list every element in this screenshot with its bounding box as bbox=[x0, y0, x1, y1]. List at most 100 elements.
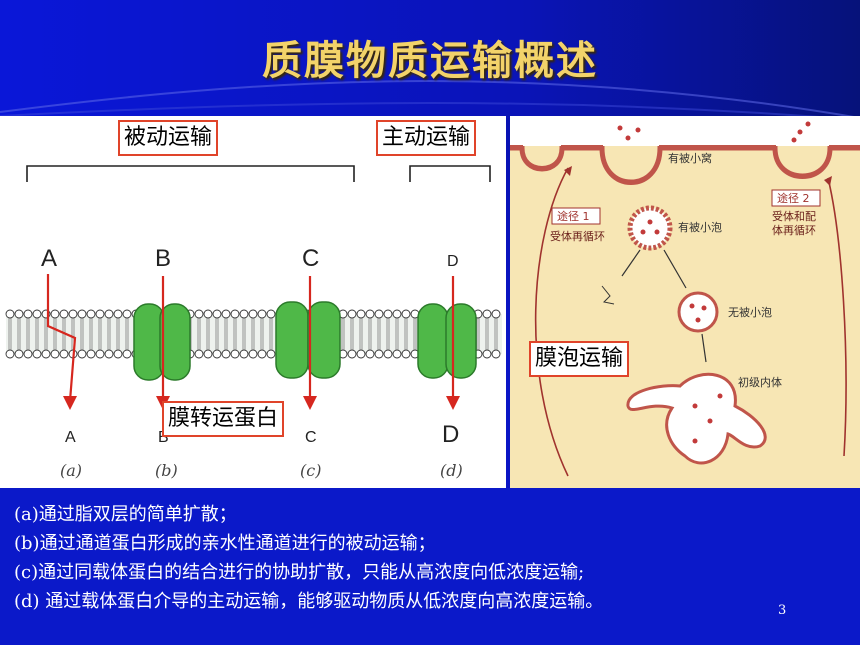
lipid-tail bbox=[476, 318, 480, 350]
lipid-tail bbox=[215, 318, 219, 350]
lipid-head bbox=[23, 309, 33, 319]
lipid-head bbox=[77, 309, 87, 319]
lipid-tail bbox=[386, 318, 390, 350]
lipid-tail bbox=[341, 318, 345, 350]
label-coated-pit: 有被小窝 bbox=[668, 151, 712, 165]
route1-tag-box bbox=[551, 207, 601, 225]
uncoated-vesicle bbox=[677, 291, 719, 333]
lipid-head bbox=[50, 309, 60, 319]
subfig-c: (c) bbox=[300, 461, 321, 480]
route2-tag-box bbox=[771, 189, 821, 207]
membrane-diagram-svg: A B C D A B C D (a) (b) (c) (d) bbox=[5, 165, 502, 480]
label-uncoated-vesicle: 无被小泡 bbox=[728, 305, 772, 319]
lipid-head bbox=[266, 349, 276, 359]
lipid-tail bbox=[53, 318, 57, 350]
lipid-head bbox=[401, 309, 411, 319]
lipid-head bbox=[95, 349, 105, 359]
lipid-tail bbox=[368, 318, 372, 350]
lipid-head bbox=[239, 309, 249, 319]
label-active-transport: 主动运输 bbox=[376, 120, 477, 156]
lipid-head bbox=[212, 349, 222, 359]
letter-top-a: A bbox=[41, 245, 57, 272]
letters: A B C D A B C D bbox=[41, 245, 459, 448]
lipid-tail bbox=[485, 318, 489, 350]
lipid-head bbox=[482, 309, 492, 319]
caption-c: (c)通过同载体蛋白的结合进行的协助扩散，只能从高浓度向低浓度运输; bbox=[14, 562, 585, 583]
lipid-tail bbox=[251, 318, 255, 350]
subfig-d: (d) bbox=[440, 461, 463, 480]
lipid-head bbox=[14, 349, 24, 359]
letter-bottom-a: A bbox=[65, 429, 76, 446]
lipid-tail bbox=[260, 318, 264, 350]
slide-title: 质膜物质运输概述 bbox=[262, 37, 598, 84]
lipid-head bbox=[491, 309, 501, 319]
lipid-head bbox=[239, 349, 249, 359]
lipid-head bbox=[482, 349, 492, 359]
endocytosis-labels: 有被小窝 有被小泡 无被小泡 初级内体 bbox=[668, 151, 782, 389]
letter-top-b: B bbox=[155, 245, 171, 272]
route2-text-2: 体再循环 bbox=[772, 223, 816, 237]
letter-top-d: D bbox=[447, 253, 459, 270]
lipid-tail bbox=[206, 318, 210, 350]
route1-tag: 途径 1 bbox=[557, 209, 590, 223]
lipid-tail bbox=[404, 318, 408, 350]
carrier-protein-d bbox=[417, 303, 477, 379]
lipid-head bbox=[356, 309, 366, 319]
lipid-head bbox=[194, 349, 204, 359]
lipid-tail bbox=[89, 318, 93, 350]
page-number: 3 bbox=[778, 603, 787, 618]
lipid-head bbox=[86, 349, 96, 359]
lipid-head bbox=[365, 349, 375, 359]
lipid-tail bbox=[242, 318, 246, 350]
lipid-head bbox=[113, 309, 123, 319]
lipid-head bbox=[86, 309, 96, 319]
lipid-head bbox=[50, 349, 60, 359]
lipid-head bbox=[104, 309, 114, 319]
passive-bracket bbox=[26, 165, 355, 182]
lipid-head bbox=[212, 309, 222, 319]
lipid-tail bbox=[26, 318, 30, 350]
active-bracket bbox=[409, 165, 491, 182]
lipid-head bbox=[104, 349, 114, 359]
caption-a: (a)通过脂双层的简单扩散； bbox=[14, 504, 237, 525]
letter-bottom-b: B bbox=[158, 429, 169, 446]
coated-vesicle bbox=[627, 205, 673, 251]
label-passive-transport: 被动运输 bbox=[118, 120, 219, 156]
lipid-tail bbox=[269, 318, 273, 350]
caption-d: (d) 通过载体蛋白介导的主动运输，能够驱动物质从低浓度向高浓度运输。 bbox=[14, 591, 604, 612]
letter-bottom-c: C bbox=[305, 429, 317, 446]
lipid-tail bbox=[107, 318, 111, 350]
subfigure-labels: (a) (b) (c) (d) bbox=[60, 461, 463, 480]
endocytosis-svg: 途径 1 受体再循环 途径 2 受体和配 体再循环 bbox=[510, 116, 860, 488]
lipid-tail bbox=[197, 318, 201, 350]
ligand-dots bbox=[617, 121, 811, 143]
label-vesicular-transport: 膜泡运输 bbox=[529, 341, 630, 377]
lipid-head bbox=[230, 349, 240, 359]
lipid-head bbox=[491, 349, 501, 359]
lipid-head bbox=[401, 349, 411, 359]
lipid-head bbox=[248, 349, 258, 359]
route1-arrow bbox=[534, 167, 569, 477]
lipid-tail bbox=[80, 318, 84, 350]
lipid-head bbox=[257, 309, 267, 319]
caption-b: (b)通过通道蛋白形成的亲水性通道进行的被动运输； bbox=[14, 533, 436, 554]
route2-tag: 途径 2 bbox=[777, 191, 810, 205]
label-transport-protein: 膜转运蛋白 bbox=[162, 401, 285, 437]
lipid-head bbox=[347, 309, 357, 319]
transport-arrows bbox=[46, 274, 455, 402]
lipid-head bbox=[122, 349, 132, 359]
lipid-head bbox=[32, 309, 42, 319]
letter-bottom-d: D bbox=[442, 421, 459, 448]
lipid-head bbox=[221, 309, 231, 319]
lipid-tail bbox=[413, 318, 417, 350]
lipid-tail bbox=[494, 318, 498, 350]
lipid-head bbox=[41, 349, 51, 359]
lipid-head bbox=[392, 309, 402, 319]
lipid-tail bbox=[116, 318, 120, 350]
lipid-head bbox=[5, 349, 15, 359]
lipid-head bbox=[77, 349, 87, 359]
lipid-tail bbox=[224, 318, 228, 350]
lipid-head bbox=[14, 309, 24, 319]
lipid-head bbox=[374, 309, 384, 319]
lipid-tail bbox=[98, 318, 102, 350]
